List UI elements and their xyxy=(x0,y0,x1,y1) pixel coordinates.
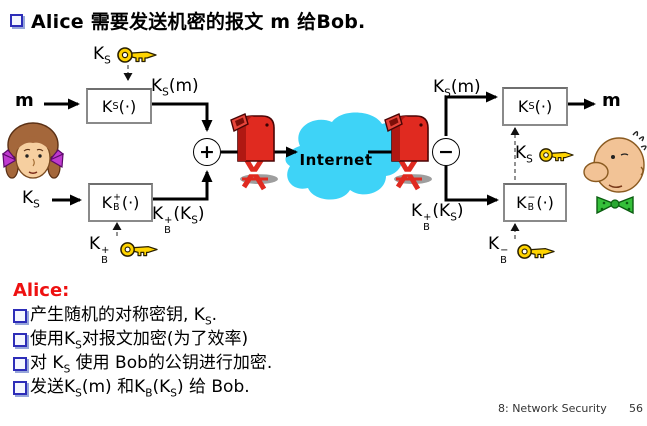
internet-label: Internet xyxy=(299,151,373,169)
bullet-square-icon xyxy=(13,357,27,371)
bullet-square-icon xyxy=(13,309,27,323)
kbks-label-right: K+B(KS) xyxy=(411,201,464,234)
ks-key-label: KS xyxy=(93,44,111,67)
ks-input-label: KS xyxy=(22,188,40,211)
list-item: 使用KS对报文加密(为了效率) xyxy=(13,328,272,352)
message-out-label: m xyxy=(602,90,621,111)
ksm-label-right: KS(m) xyxy=(433,77,481,100)
alice-avatar xyxy=(2,122,64,179)
footer-section-title: 8: Network Security xyxy=(498,402,607,415)
list-item: 产生随机的对称密钥, KS. xyxy=(13,304,272,328)
slide-title-row: Alice 需要发送机密的报文 m 给Bob. xyxy=(10,7,365,34)
note-text: 产生随机的对称密钥, KS. xyxy=(30,305,218,328)
key-icon xyxy=(120,242,158,257)
arrow-minus-to-ks xyxy=(444,91,498,136)
notes-block: Alice: 产生随机的对称密钥, KS. 使用KS对报文加密(为了效率) 对 … xyxy=(13,280,272,400)
notes-heading: Alice: xyxy=(13,280,70,301)
flow-arrows xyxy=(44,91,596,206)
footer-page-number: 56 xyxy=(629,402,643,415)
ks-recovered-label: KS xyxy=(515,143,533,166)
bullet-square-icon xyxy=(13,333,27,347)
plus-circle: + xyxy=(193,138,221,166)
encrypt-kb-public-box: K+B(·) xyxy=(88,183,153,222)
bob-avatar xyxy=(583,130,647,214)
kb-private-key-label: K−B xyxy=(488,234,509,267)
minus-circle: − xyxy=(432,138,460,166)
mailbox-icon xyxy=(231,114,278,189)
list-item: 发送KS(m) 和KB(KS) 给 Bob. xyxy=(13,376,272,400)
key-icon xyxy=(517,244,555,259)
bullet-square-icon xyxy=(10,14,23,27)
internet-cloud xyxy=(285,112,403,200)
message-in-label: m xyxy=(15,90,34,111)
list-item: 对 KS 使用 Bob的公钥进行加密. xyxy=(13,352,272,376)
key-icon xyxy=(117,47,157,63)
ksm-label-left: KS(m) xyxy=(151,76,199,99)
arrow-kbplus-to-plus xyxy=(148,170,213,201)
note-text: 对 KS 使用 Bob的公钥进行加密. xyxy=(30,353,273,376)
key-icon xyxy=(539,148,574,162)
page-title: Alice 需要发送机密的报文 m 给Bob. xyxy=(31,11,366,33)
kbks-label-left: K+B(KS) xyxy=(152,204,205,237)
arrow-minus-to-kbminus xyxy=(444,166,499,206)
decrypt-kb-private-box: K−B(·) xyxy=(503,183,567,222)
key-input-arrows xyxy=(112,65,520,239)
mailbox-icon xyxy=(385,114,432,189)
bullet-square-icon xyxy=(13,381,27,395)
note-text: 使用KS对报文加密(为了效率) xyxy=(30,329,249,352)
kb-public-key-label: K+B xyxy=(89,234,110,267)
arrow-ks-to-plus xyxy=(148,102,213,132)
note-text: 发送KS(m) 和KB(KS) 给 Bob. xyxy=(30,377,250,400)
